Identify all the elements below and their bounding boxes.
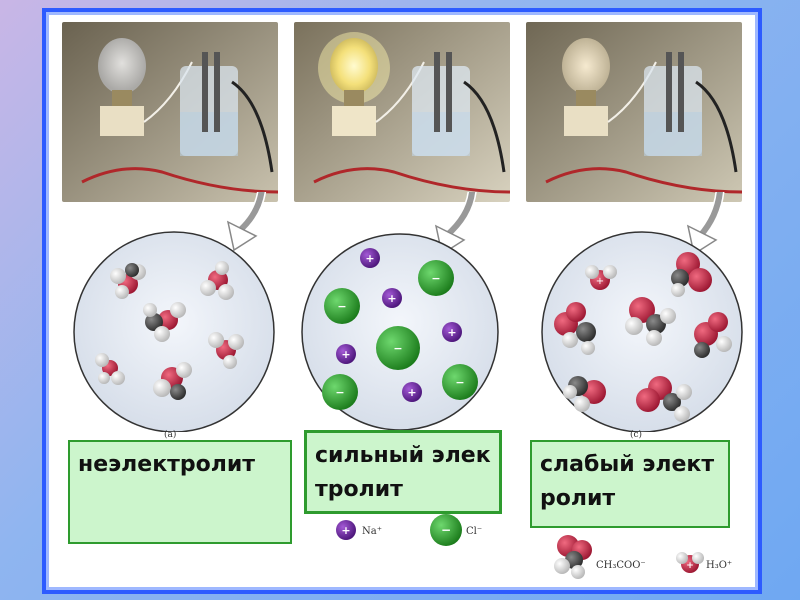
svg-text:−: −: [431, 272, 440, 285]
svg-text:+: +: [341, 348, 350, 361]
strong-electrolyte-label: сильный электролит: [304, 430, 502, 514]
svg-text:−: −: [455, 376, 464, 389]
bulb-off-apparatus-photo: [62, 22, 278, 202]
weak-electrolyte-label: слабый электролит: [530, 440, 730, 528]
svg-text:+: +: [686, 561, 694, 571]
bulb-dim-apparatus-photo: [526, 22, 742, 202]
svg-text:+: +: [365, 252, 374, 265]
panel-a-letter: (a): [164, 430, 176, 440]
svg-text:+: +: [447, 326, 456, 339]
svg-text:+: +: [407, 386, 416, 399]
svg-text:−: −: [337, 300, 346, 313]
bulb-bright-apparatus-photo: [294, 22, 510, 202]
svg-text:+: +: [341, 524, 350, 537]
weak-electrolyte-molecules-view: +: [530, 192, 754, 432]
slide-frame: + − − + + − + − + − +: [42, 8, 762, 594]
sodium-ion-legend-text: Na⁺: [362, 526, 382, 537]
nonelectrolyte-molecules-view: [58, 192, 290, 432]
strong-electrolyte-ions-view: + − − + + − + − + −: [296, 192, 512, 432]
hydronium-ion-legend-text: H₃O⁺: [706, 560, 732, 571]
weak-electrolyte-legend: CH₃COO⁻ + H₃O⁺: [538, 532, 748, 582]
strong-electrolyte-legend: + Na⁺ − Cl⁻: [334, 512, 514, 548]
nonelectrolyte-label: неэлектролит: [68, 440, 292, 544]
chloride-ion-legend-text: Cl⁻: [466, 526, 482, 537]
svg-text:+: +: [596, 276, 604, 287]
acetate-ion-legend-text: CH₃COO⁻: [596, 560, 646, 571]
panel-c-letter: (c): [630, 430, 642, 440]
svg-text:−: −: [393, 342, 402, 355]
svg-text:−: −: [441, 523, 451, 537]
svg-text:−: −: [335, 386, 344, 399]
svg-text:+: +: [387, 292, 396, 305]
acetate-ion-swatch: [554, 535, 592, 579]
